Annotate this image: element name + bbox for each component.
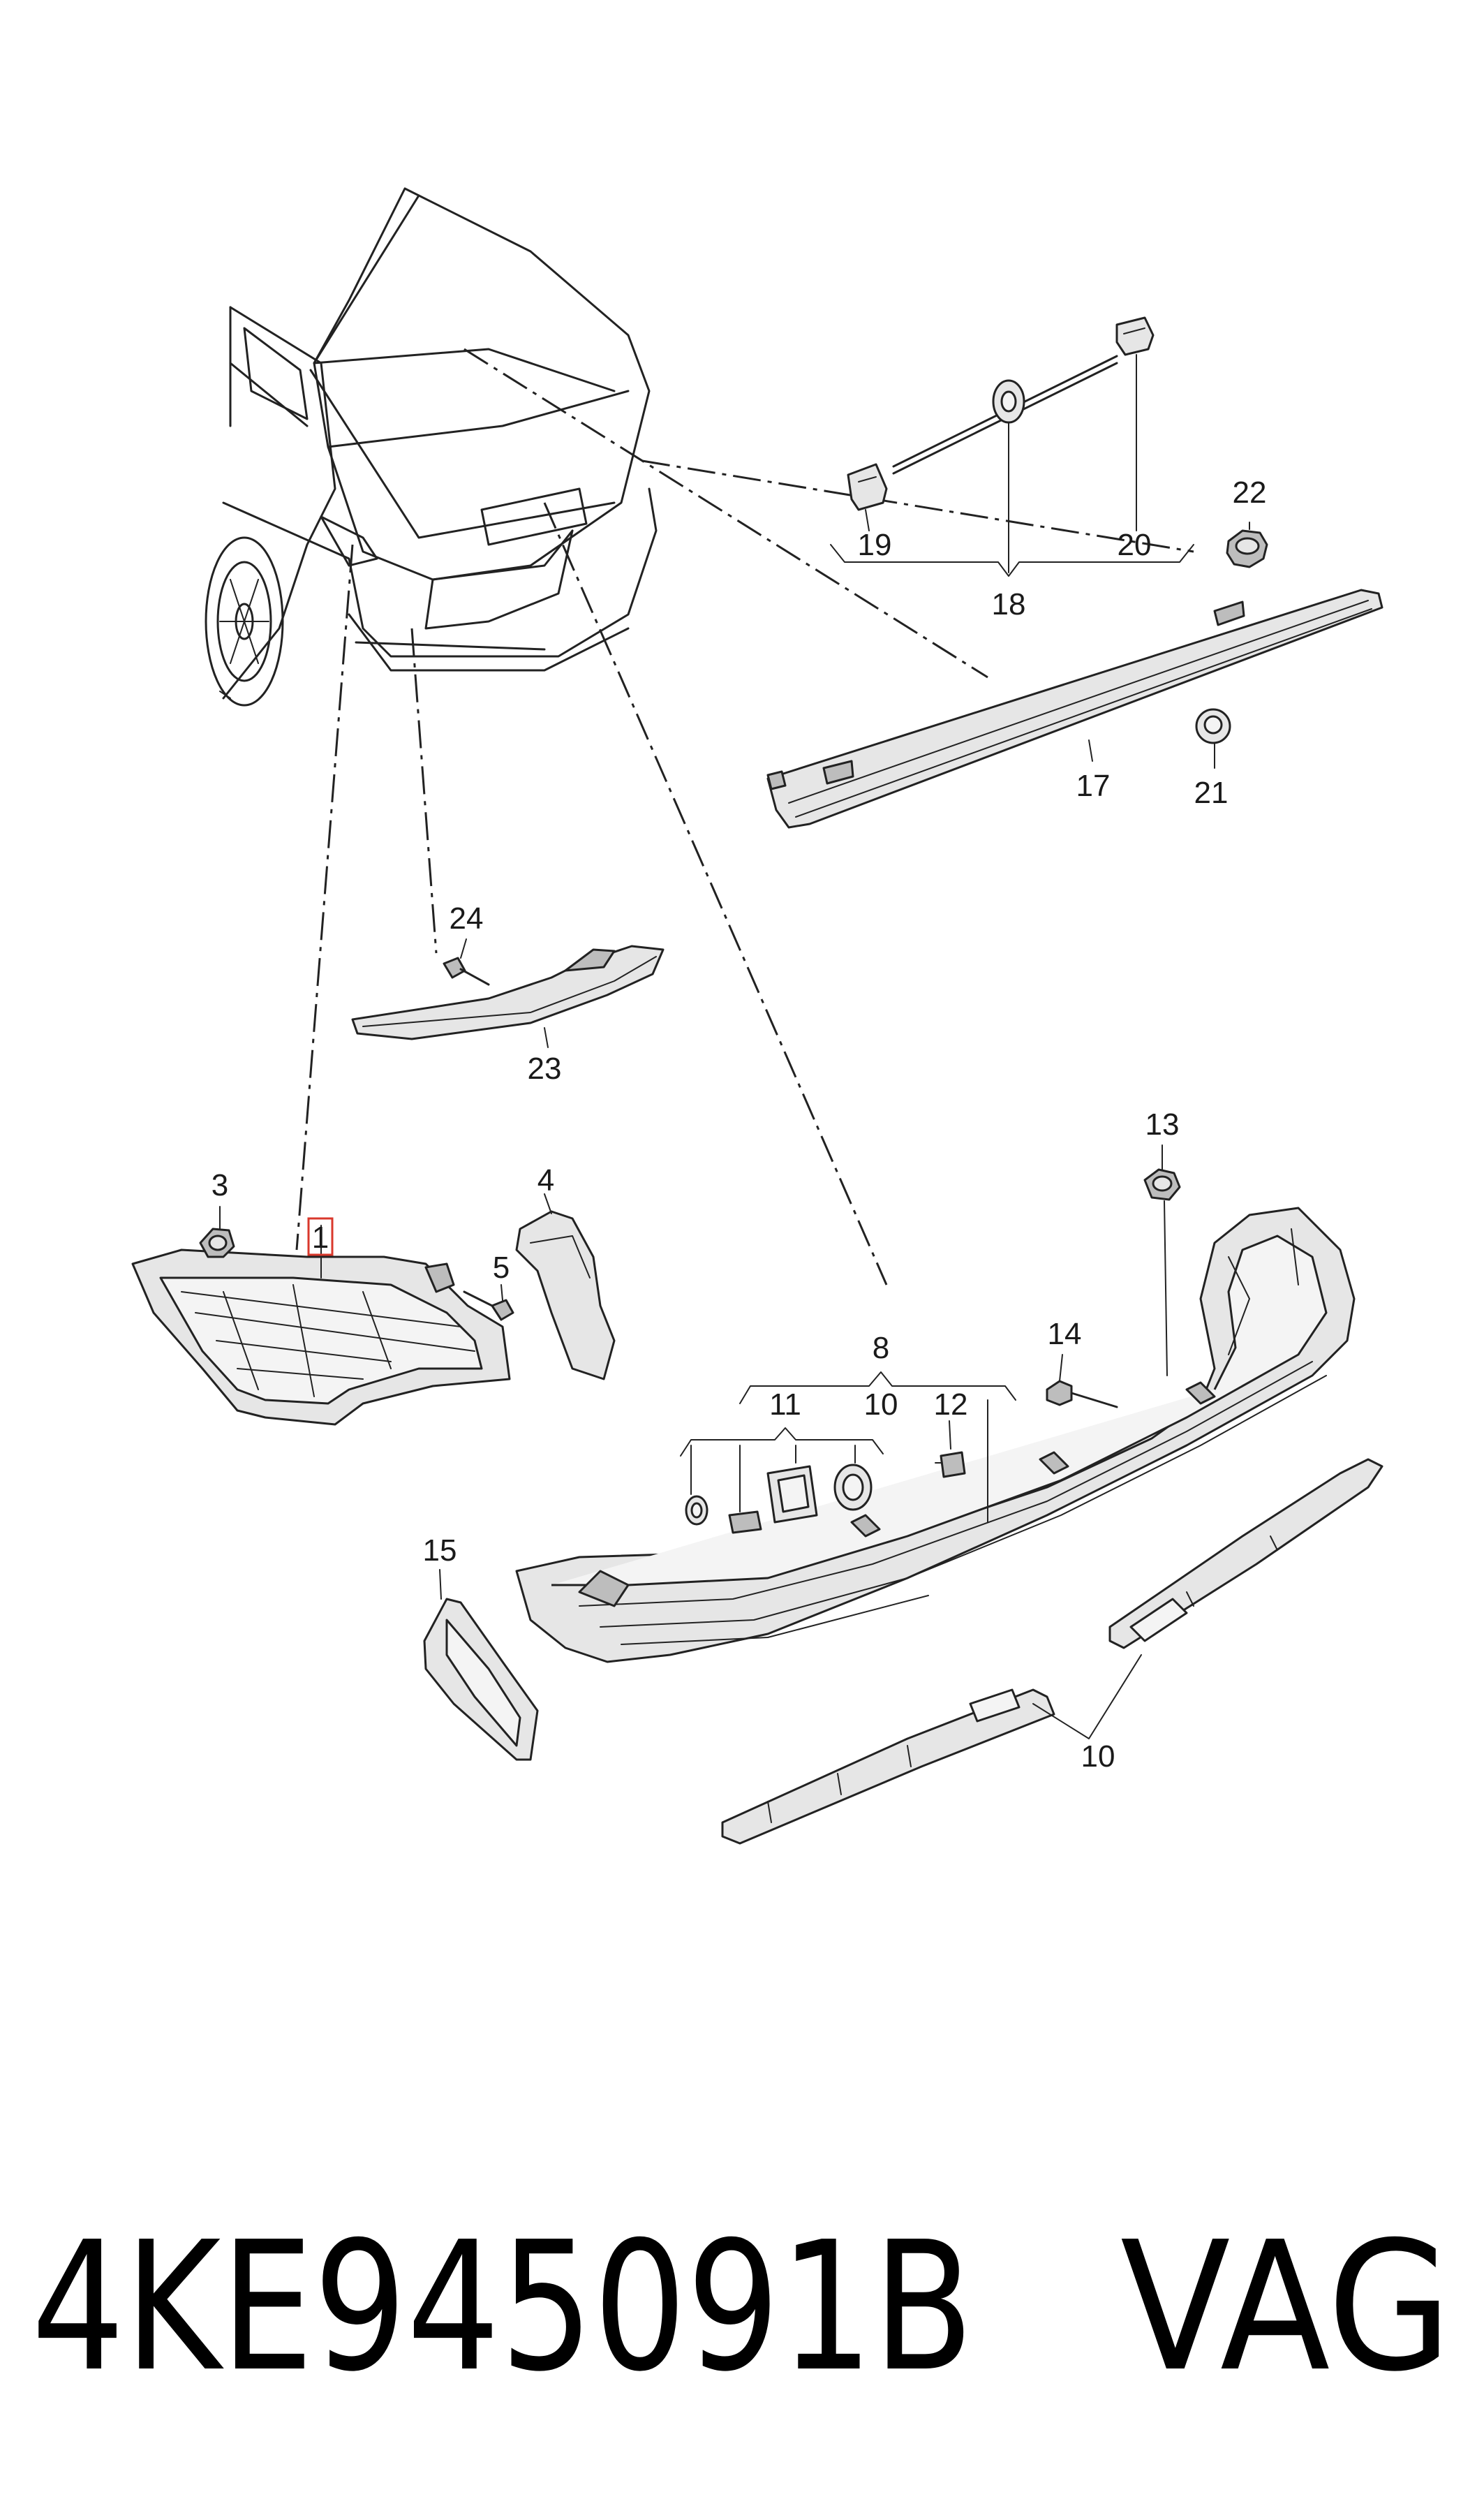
callout-label-4: 4 bbox=[537, 1163, 554, 1198]
callout-label-3: 3 bbox=[212, 1168, 228, 1202]
bracket-8-group bbox=[680, 1371, 1016, 1523]
callout-label-24: 24 bbox=[450, 901, 484, 936]
connector-19-shape bbox=[847, 463, 888, 511]
nut-14 bbox=[1046, 1354, 1118, 1408]
brand-label: VAG bbox=[1120, 2204, 1452, 2411]
callout-labels: 1 3 4 5 8 11 10 12 13 14 15 10 17 18 19 … bbox=[212, 476, 1267, 1774]
callout-label-8: 8 bbox=[873, 1331, 889, 1365]
bracket-4 bbox=[515, 1193, 616, 1380]
callout-label-10a: 10 bbox=[864, 1387, 898, 1422]
callout-label-13: 13 bbox=[1145, 1107, 1180, 1142]
small-parts-group bbox=[685, 1451, 966, 1534]
callout-label-17: 17 bbox=[1076, 769, 1111, 803]
callout-label-14: 14 bbox=[1048, 1317, 1082, 1351]
car-rear-illustration bbox=[205, 187, 658, 707]
nut-22 bbox=[1226, 522, 1268, 568]
callout-label-11: 11 bbox=[769, 1387, 801, 1422]
callout-label-21: 21 bbox=[1194, 776, 1229, 810]
callout-label-5: 5 bbox=[493, 1251, 510, 1285]
highlight-box bbox=[307, 1217, 334, 1256]
wiring-harness-group bbox=[830, 316, 1194, 577]
callout-label-20: 20 bbox=[1118, 528, 1152, 562]
nut-3 bbox=[199, 1206, 235, 1258]
connector-20-shape bbox=[1115, 316, 1155, 356]
callout-label-19: 19 bbox=[858, 528, 892, 562]
tailgate-lamp-8 bbox=[515, 1207, 1356, 1663]
trim-15 bbox=[423, 1569, 539, 1761]
clip-13 bbox=[1143, 1144, 1181, 1376]
brake-light-17 bbox=[766, 589, 1383, 829]
callout-label-18: 18 bbox=[992, 587, 1026, 621]
callout-label-1: 1 bbox=[312, 1221, 329, 1255]
screw-5 bbox=[463, 1284, 514, 1321]
reflector-strip-10 bbox=[721, 1458, 1383, 1845]
callout-label-15: 15 bbox=[423, 1533, 457, 1568]
callout-label-23: 23 bbox=[528, 1052, 562, 1086]
grommet-21 bbox=[1195, 708, 1231, 769]
callout-label-10b: 10 bbox=[1081, 1739, 1115, 1774]
callout-label-12: 12 bbox=[934, 1387, 968, 1422]
tail-lamp-1 bbox=[131, 1225, 511, 1426]
part-number: 4KE945091B bbox=[31, 2204, 974, 2411]
callout-label-22: 22 bbox=[1233, 476, 1267, 510]
trim-strip-23 bbox=[351, 938, 665, 1048]
leader-lines bbox=[295, 348, 1194, 1285]
